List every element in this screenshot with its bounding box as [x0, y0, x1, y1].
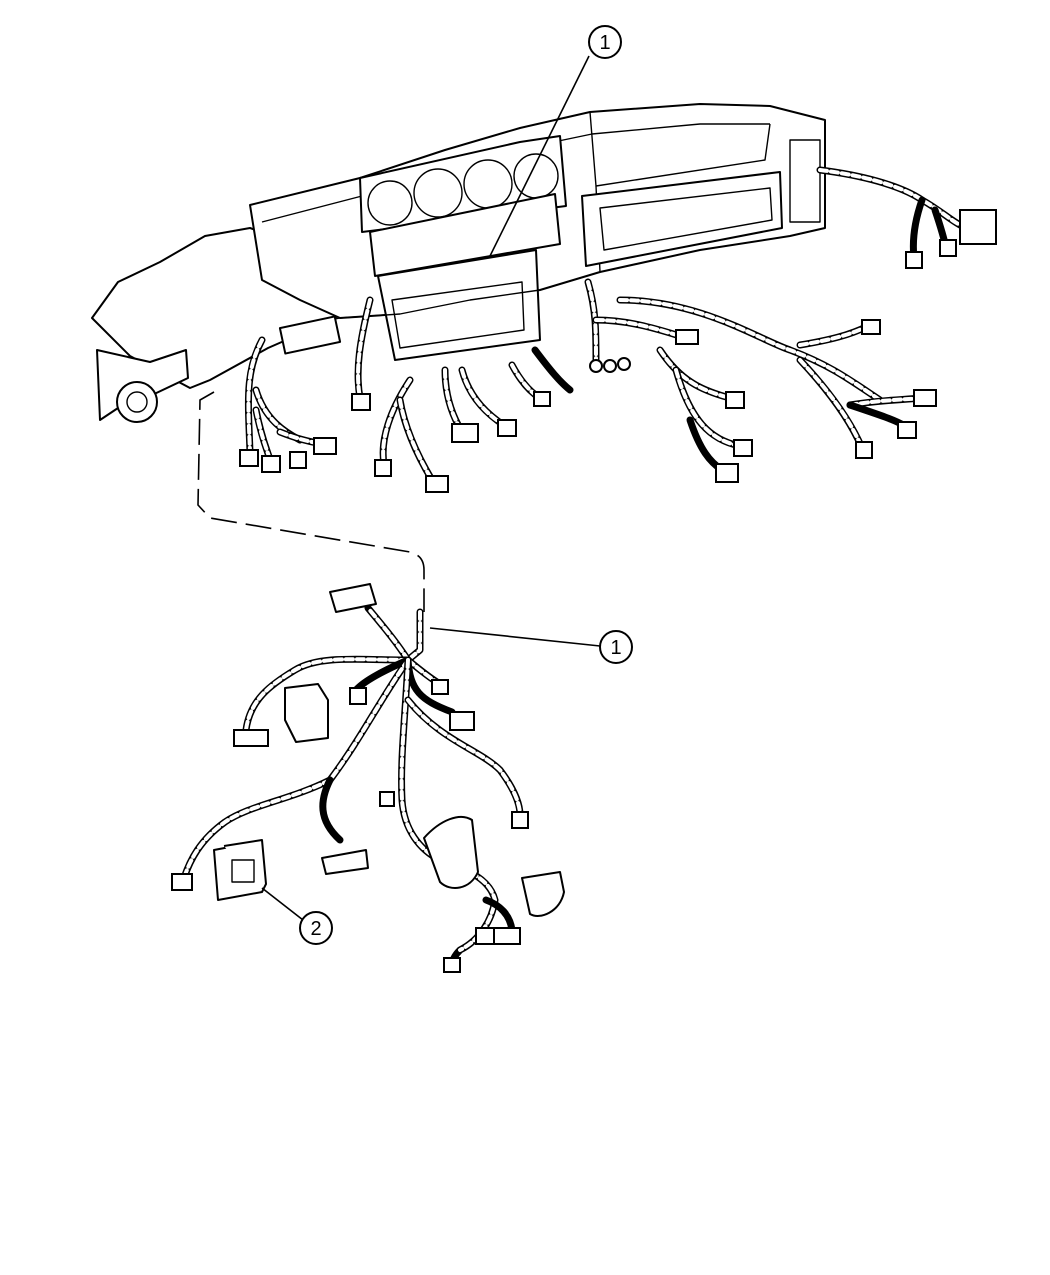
- callout-1-middle-label: 1: [610, 637, 621, 659]
- module-box: [213, 839, 267, 901]
- callout-1-middle: 1: [429, 627, 633, 664]
- callout-2: 2: [261, 887, 333, 945]
- instrument-panel-assembly: [91, 103, 826, 423]
- lower-harness-detail: [171, 583, 565, 973]
- dashed-connector-line: [197, 391, 425, 612]
- upper-harness-wires: [239, 166, 997, 493]
- callout-2-label: 2: [310, 918, 321, 940]
- callout-1-top-label: 1: [599, 32, 610, 54]
- callout-1-top: 1: [489, 25, 622, 257]
